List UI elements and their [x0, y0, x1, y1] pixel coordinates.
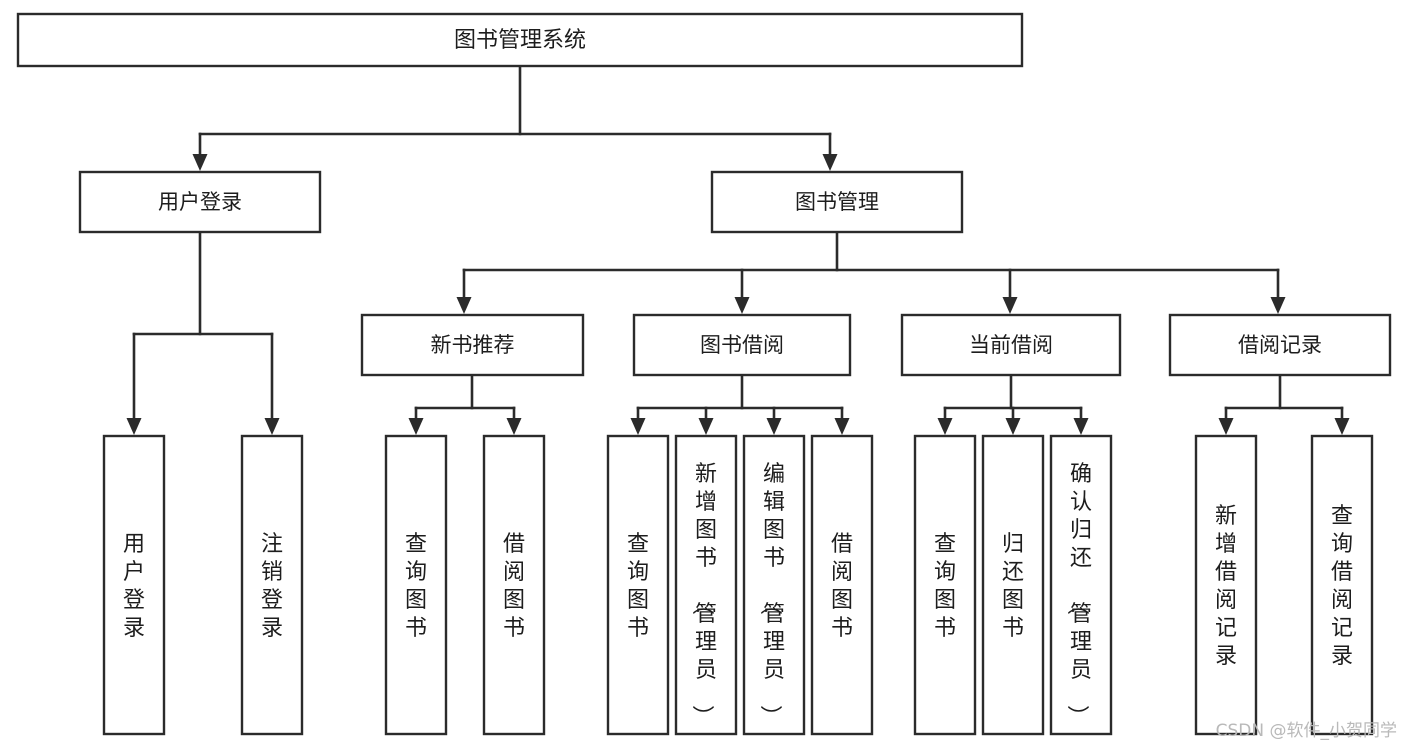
node-label: 归还图书 — [1002, 532, 1024, 641]
node-box[interactable] — [16, 12, 1024, 68]
node-box[interactable] — [900, 313, 1122, 377]
node-label: 查询借阅记录 — [1331, 504, 1353, 669]
node-label: 查询图书 — [627, 532, 649, 641]
node-label: 图书管理 — [795, 190, 879, 214]
arrow-head-icon — [834, 418, 850, 435]
arrow-head-icon — [408, 418, 424, 435]
node-label: 用户登录 — [123, 532, 145, 641]
node-box[interactable] — [384, 434, 448, 736]
node-box[interactable] — [913, 434, 977, 736]
node-label: 查询图书 — [934, 532, 956, 641]
node-box[interactable] — [1168, 313, 1392, 377]
node-book-manage[interactable]: 图书管理 — [710, 170, 964, 234]
node-leaf-confirm-return[interactable]: 确认归还（管理员） — [1049, 434, 1113, 736]
node-box[interactable] — [606, 434, 670, 736]
arrow-head-icon — [1218, 418, 1234, 435]
node-label: 图书借阅 — [700, 333, 784, 357]
node-label: 查询图书 — [405, 532, 427, 641]
node-label: 当前借阅 — [969, 333, 1053, 357]
node-label: 借阅图书 — [503, 532, 525, 641]
node-leaf-edit-book[interactable]: 编辑图书（管理员） — [742, 434, 806, 736]
node-box[interactable] — [360, 313, 585, 377]
node-box[interactable] — [240, 434, 304, 736]
arrow-head-icon — [630, 418, 646, 435]
arrow-head-icon — [1334, 418, 1350, 435]
node-box[interactable] — [1194, 434, 1258, 736]
node-box[interactable] — [1310, 434, 1374, 736]
arrow-head-icon — [456, 297, 472, 314]
node-leaf-return-book[interactable]: 归还图书 — [981, 434, 1045, 736]
node-book-borrow[interactable]: 图书借阅 — [632, 313, 852, 377]
arrow-head-icon — [822, 154, 838, 171]
arrow-head-icon — [734, 297, 750, 314]
arrow-head-icon — [1073, 418, 1089, 435]
node-leaf-query-book-current[interactable]: 查询图书 — [913, 434, 977, 736]
arrow-head-icon — [126, 418, 142, 435]
node-borrow-record[interactable]: 借阅记录 — [1168, 313, 1392, 377]
node-box[interactable] — [78, 170, 322, 234]
node-leaf-add-borrow-record[interactable]: 新增借阅记录 — [1194, 434, 1258, 736]
node-leaf-borrow-book-recommend[interactable]: 借阅图书 — [482, 434, 546, 736]
arrow-head-icon — [1002, 297, 1018, 314]
node-leaf-logout[interactable]: 注销登录 — [240, 434, 304, 736]
node-user-login[interactable]: 用户登录 — [78, 170, 322, 234]
arrow-head-icon — [192, 154, 208, 171]
node-box[interactable] — [742, 434, 806, 736]
node-box[interactable] — [674, 434, 738, 736]
node-root[interactable]: 图书管理系统 — [16, 12, 1024, 68]
node-leaf-user-login[interactable]: 用户登录 — [102, 434, 166, 736]
node-new-book-recommend[interactable]: 新书推荐 — [360, 313, 585, 377]
node-box[interactable] — [632, 313, 852, 377]
node-label: 新书推荐 — [431, 333, 515, 357]
node-box[interactable] — [102, 434, 166, 736]
node-leaf-query-book-recommend[interactable]: 查询图书 — [384, 434, 448, 736]
arrow-head-icon — [506, 418, 522, 435]
connector-book-borrow — [630, 373, 850, 435]
connector-current-borrow — [937, 373, 1089, 435]
arrow-head-icon — [698, 418, 714, 435]
node-label: 注销登录 — [261, 532, 283, 641]
node-box[interactable] — [981, 434, 1045, 736]
node-label: 借阅图书 — [831, 532, 853, 641]
node-current-borrow[interactable]: 当前借阅 — [900, 313, 1122, 377]
arrow-head-icon — [264, 418, 280, 435]
node-label: 编辑图书（管理员） — [757, 462, 785, 727]
connector-user-login — [126, 230, 280, 435]
node-box[interactable] — [810, 434, 874, 736]
arrow-head-icon — [937, 418, 953, 435]
node-label: 用户登录 — [158, 190, 242, 214]
node-leaf-query-borrow-record[interactable]: 查询借阅记录 — [1310, 434, 1374, 736]
connector-root — [192, 64, 838, 171]
node-box[interactable] — [710, 170, 964, 234]
node-leaf-query-book-borrow[interactable]: 查询图书 — [606, 434, 670, 736]
arrow-head-icon — [766, 418, 782, 435]
connector-borrow-record — [1218, 373, 1350, 435]
arrow-head-icon — [1005, 418, 1021, 435]
node-label: 新增借阅记录 — [1215, 504, 1237, 669]
arrow-head-icon — [1270, 297, 1286, 314]
node-box[interactable] — [1049, 434, 1113, 736]
node-label: 新增图书（管理员） — [689, 462, 717, 727]
node-label: 确认归还（管理员） — [1064, 462, 1092, 727]
connector-book-manage — [456, 230, 1286, 314]
node-label: 图书管理系统 — [454, 28, 586, 53]
node-box[interactable] — [482, 434, 546, 736]
connector-layer — [126, 64, 1350, 435]
node-layer: 图书管理系统用户登录图书管理新书推荐图书借阅当前借阅借阅记录用户登录注销登录查询… — [16, 12, 1392, 736]
node-leaf-borrow-book[interactable]: 借阅图书 — [810, 434, 874, 736]
node-leaf-add-book[interactable]: 新增图书（管理员） — [674, 434, 738, 736]
connector-new-book-recommend — [408, 373, 522, 435]
node-label: 借阅记录 — [1238, 333, 1322, 357]
